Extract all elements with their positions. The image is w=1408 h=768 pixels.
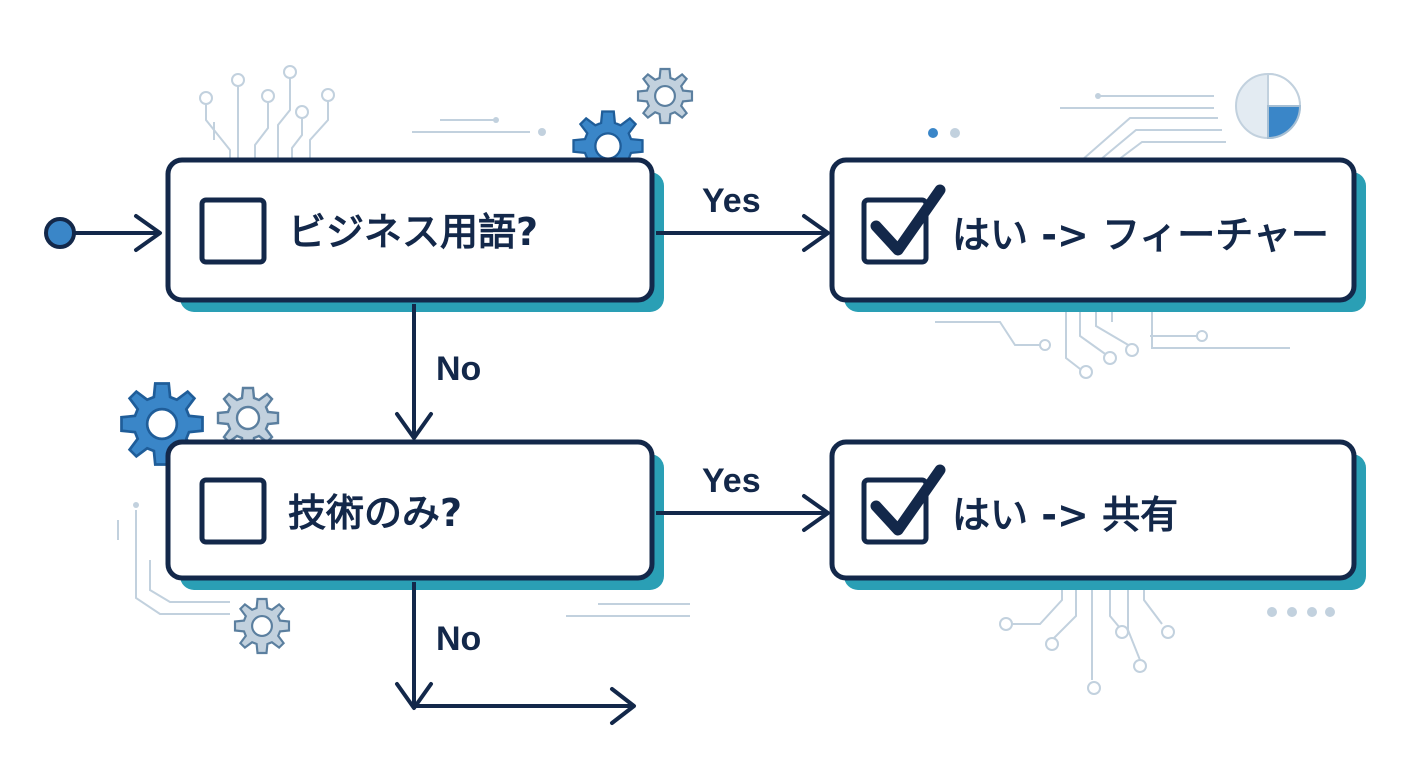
gear-icon xyxy=(216,386,280,450)
box-frame xyxy=(165,439,655,581)
start-node xyxy=(44,214,162,252)
circuit-decoration-top-right xyxy=(928,93,1226,161)
box-frame xyxy=(829,439,1357,581)
edge-no-1: No xyxy=(395,304,481,440)
edge-label-yes: Yes xyxy=(702,182,761,220)
decision-label: 技術のみ? xyxy=(288,491,462,535)
circuit-decoration-middle-right xyxy=(935,310,1290,379)
decision-box-business-term: ビジネス用語? xyxy=(165,157,664,312)
checkbox-checked-icon[interactable] xyxy=(861,464,946,545)
result-box-shared: はい -> 共有 xyxy=(829,439,1366,590)
checkbox-checked-icon[interactable] xyxy=(861,184,946,265)
gear-icon xyxy=(233,597,291,655)
edge-yes-2: Yes xyxy=(656,462,830,532)
result-label: はい -> フィーチャー xyxy=(952,213,1329,257)
edge-yes-1: Yes xyxy=(656,182,830,252)
edge-label-no: No xyxy=(436,620,481,658)
decision-label: ビジネス用語? xyxy=(288,210,538,254)
gear-icon xyxy=(120,382,204,466)
checkbox-empty-icon[interactable] xyxy=(199,197,267,265)
result-box-feature: はい -> フィーチャー xyxy=(829,157,1366,312)
edge-label-yes: Yes xyxy=(702,462,761,500)
decision-box-technical-only: 技術のみ? xyxy=(165,439,664,590)
result-label: はい -> 共有 xyxy=(952,493,1178,537)
box-frame xyxy=(829,157,1357,303)
circuit-decoration-top-left xyxy=(199,65,546,160)
box-frame xyxy=(165,157,655,303)
edge-no-2: No xyxy=(395,582,636,725)
edge-label-no: No xyxy=(436,350,481,388)
checkbox-empty-icon[interactable] xyxy=(199,477,267,545)
circuit-decoration-bottom-right xyxy=(999,588,1335,695)
circuit-decoration-bottom-left xyxy=(117,502,690,617)
gear-icon xyxy=(636,67,694,125)
pie-chart-icon xyxy=(1235,72,1302,140)
